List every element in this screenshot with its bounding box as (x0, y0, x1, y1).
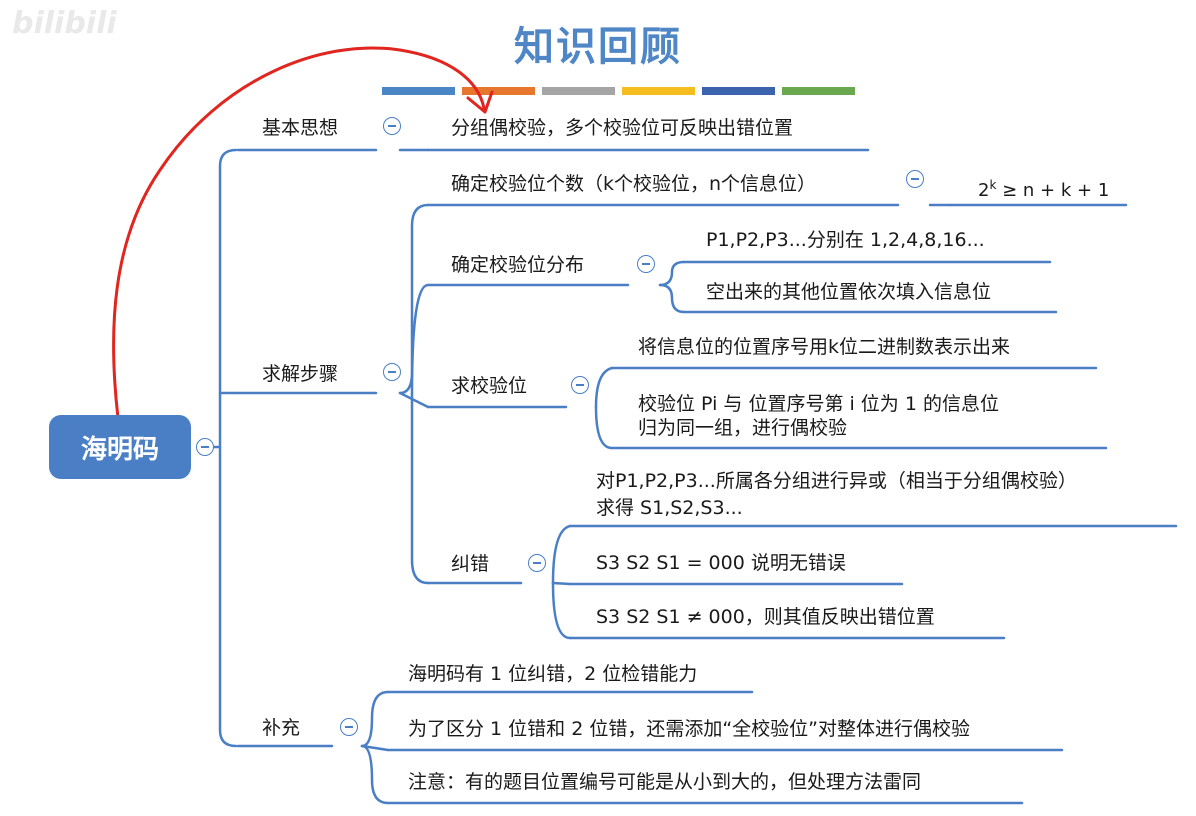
root-label: 海明码 (80, 434, 159, 465)
color-bar (542, 87, 615, 95)
compute-item[interactable]: 将信息位的位置序号用k位二进制数表示出来 (638, 336, 1011, 358)
collapse-icon[interactable] (571, 376, 589, 394)
collapse-icon[interactable] (383, 363, 401, 381)
compute-item[interactable]: 归为同一组，进行偶校验 (638, 417, 848, 439)
step-count-label[interactable]: 确定校验位个数（k个校验位，n个信息位） (451, 173, 817, 195)
collapse-icon[interactable] (906, 170, 924, 188)
basic-child[interactable]: 分组偶校验，多个校验位可反映出错位置 (451, 117, 794, 139)
step-distribution-label[interactable]: 确定校验位分布 (451, 254, 585, 276)
branch-basic-label[interactable]: 基本思想 (262, 117, 339, 139)
watermark: bilibili (12, 6, 117, 41)
collapse-icon[interactable] (196, 438, 214, 456)
distribution-item[interactable]: P1,P2,P3...分别在 1,2,4,8,16... (706, 229, 985, 251)
collapse-icon[interactable] (637, 255, 655, 273)
branch-steps-label[interactable]: 求解步骤 (262, 363, 339, 385)
collapse-icon[interactable] (528, 554, 546, 572)
root-node[interactable]: 海明码 (49, 415, 191, 479)
color-bar (782, 87, 855, 95)
distribution-item[interactable]: 空出来的其他位置依次填入信息位 (706, 281, 992, 303)
formula[interactable]: 2k ≥ n + k + 1 (978, 173, 1109, 203)
color-bar (702, 87, 775, 95)
color-bar (622, 87, 695, 95)
compute-item[interactable]: 校验位 Pi 与 位置序号第 i 位为 1 的信息位 (638, 393, 999, 415)
formula-exp: k (989, 178, 997, 192)
color-bar (462, 87, 535, 95)
correct-item[interactable]: S3 S2 S1 = 000 说明无错误 (596, 552, 846, 574)
correct-item[interactable]: S3 S2 S1 ≠ 000，则其值反映出错位置 (596, 606, 935, 628)
branch-supplement-label[interactable]: 补充 (262, 717, 301, 739)
supplement-item[interactable]: 为了区分 1 位错和 2 位错，还需添加“全校验位”对整体进行偶校验 (408, 718, 971, 740)
formula-base: 2 (978, 180, 990, 201)
collapse-icon[interactable] (383, 117, 401, 135)
supplement-item[interactable]: 注意：有的题目位置编号可能是从小到大的，但处理方法雷同 (408, 771, 922, 793)
formula-rest: ≥ n + k + 1 (996, 180, 1110, 201)
step-compute-label[interactable]: 求校验位 (451, 375, 528, 397)
correct-item[interactable]: 求得 S1,S2,S3... (596, 497, 743, 519)
supplement-item[interactable]: 海明码有 1 位纠错，2 位检错能力 (408, 663, 698, 685)
color-bar (382, 87, 455, 95)
collapse-icon[interactable] (340, 718, 358, 736)
step-correct-label[interactable]: 纠错 (451, 553, 490, 575)
annotation-arrow (112, 46, 494, 420)
page-title: 知识回顾 (514, 24, 682, 70)
correct-item[interactable]: 对P1,P2,P3...所属各分组进行异或（相当于分组偶校验） (596, 470, 1077, 492)
